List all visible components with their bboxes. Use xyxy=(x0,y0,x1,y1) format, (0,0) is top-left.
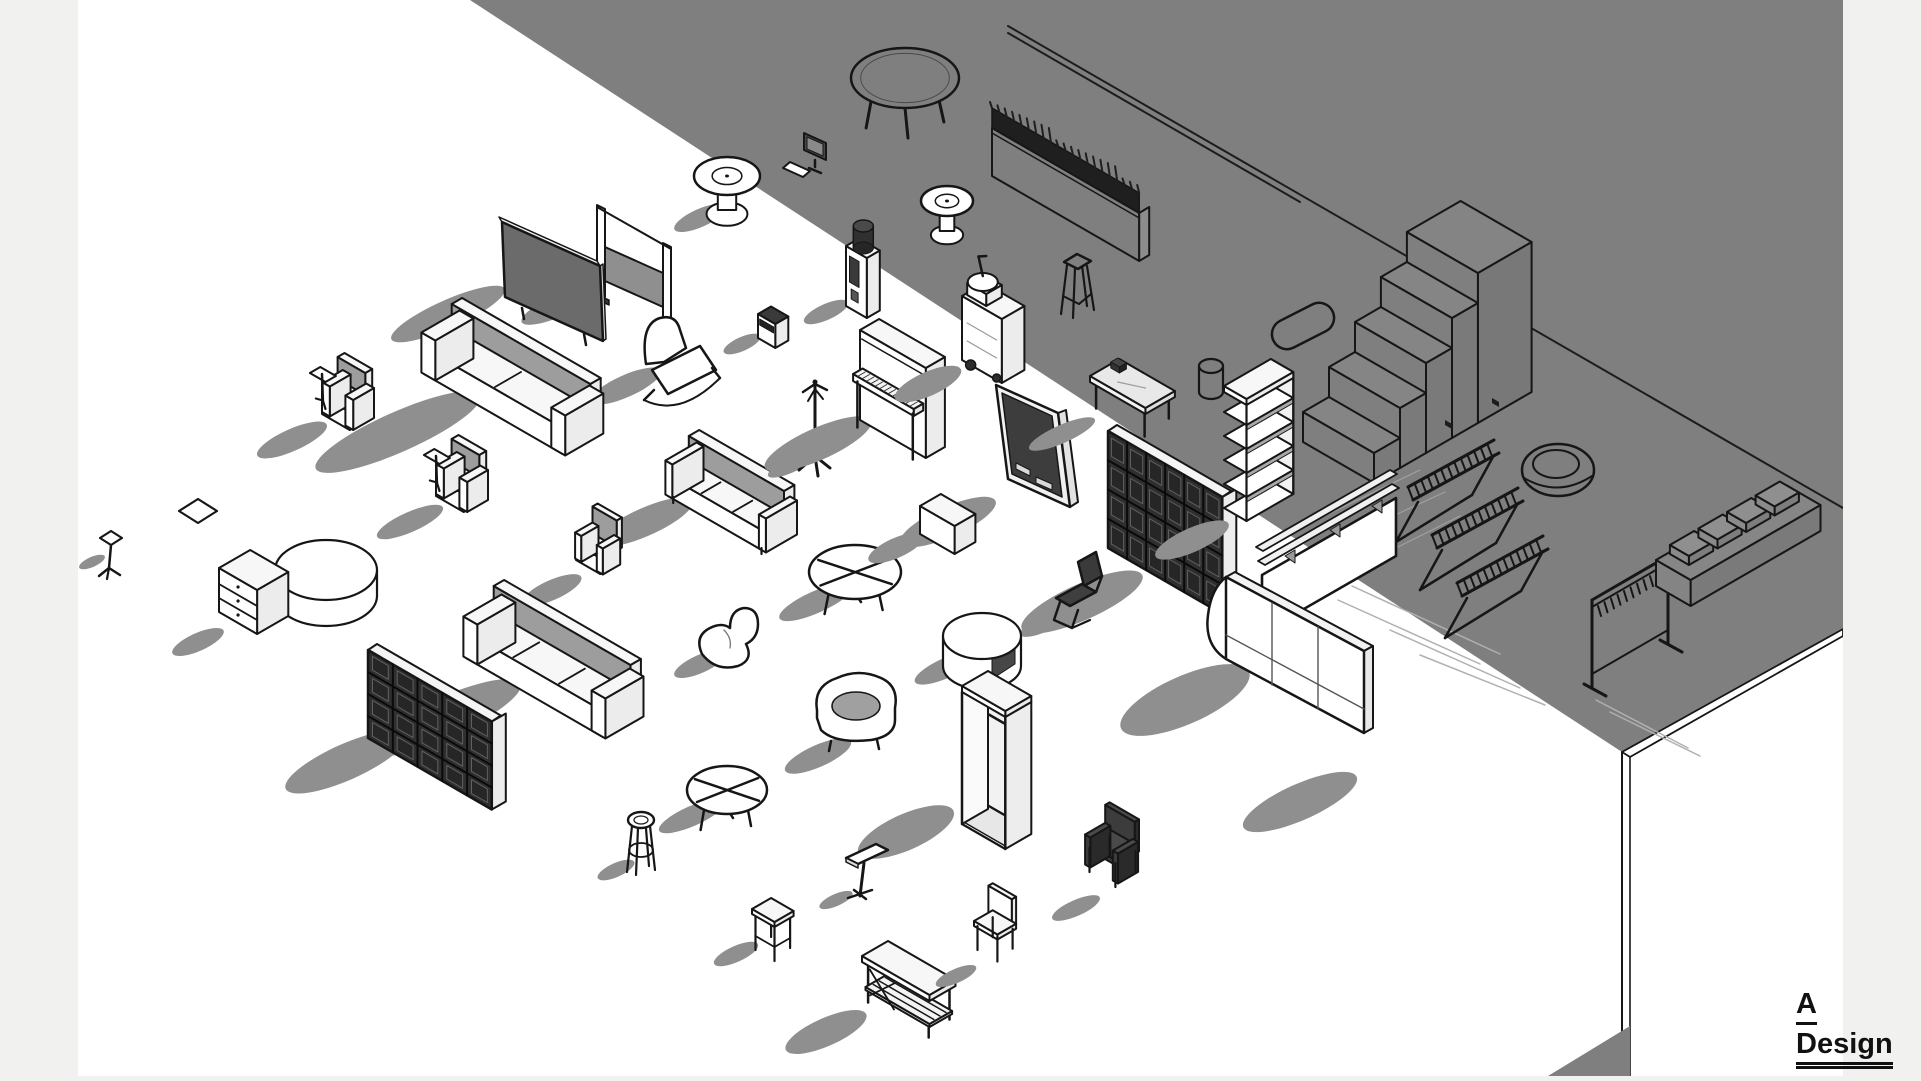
round-table: Round dining table xyxy=(849,46,961,140)
settee: Three-seat settee xyxy=(597,429,798,556)
brand-logo-line1: A xyxy=(1796,988,1817,1025)
bean-bag: Bean bag xyxy=(674,606,760,679)
stool-high: Workshop stool xyxy=(1059,252,1096,320)
hook-stand: Valet stand xyxy=(79,529,124,581)
stool-cube: Square stool xyxy=(713,897,795,967)
upper-floor xyxy=(470,0,1843,752)
ring-pouf: Ring planter xyxy=(1520,442,1596,498)
planter: Hedge planter box xyxy=(989,101,1151,262)
box-machine: Countertop machine xyxy=(723,305,790,355)
tv: Flat-screen TV xyxy=(391,216,607,347)
computer: Desktop computer xyxy=(782,132,827,178)
bottom-right-wall xyxy=(1548,628,1844,1077)
bottom-strip xyxy=(0,1076,1921,1081)
tub-chair: Tub chair xyxy=(784,671,897,774)
mushroom-table: Mushroom side table xyxy=(919,184,975,246)
drawer-chest: Drawer chest xyxy=(172,549,290,657)
rack-3: Tiered display rack xyxy=(1443,534,1550,640)
brand-logo[interactable]: A Design xyxy=(1796,988,1893,1069)
water-cooler: Water cooler xyxy=(803,219,881,325)
right-margin-band xyxy=(1843,0,1921,1081)
l-sofa: L-shaped lounge with shelf canopy xyxy=(1120,469,1400,833)
sofa-b: Three-seat sofa xyxy=(364,579,645,758)
lectern: Lectern xyxy=(819,842,890,910)
rack-1: Tiered display rack xyxy=(1394,438,1501,544)
box-bench: Storage ottoman xyxy=(868,493,977,564)
left-margin-band xyxy=(0,0,78,1081)
rack-2: Tiered display rack xyxy=(1418,486,1525,592)
vending: Service trolley machine xyxy=(894,254,1026,403)
cube-bookcase: Cube bookcase xyxy=(285,643,507,811)
trash-bin: Waste bin xyxy=(1197,357,1225,401)
chaise: Sled lounge chair xyxy=(590,316,722,407)
drum-table: Drum coffee table xyxy=(914,611,1023,691)
shelf-tower: Open shelf tower xyxy=(1155,358,1295,560)
tablet-chair-2: Tablet-arm chair with side table xyxy=(376,434,489,540)
armchair: Armchair xyxy=(522,502,623,606)
tablet-chair-1: Tablet-arm chair with side table xyxy=(256,352,375,459)
chair-1: Side chair xyxy=(935,882,1018,987)
chair-2: Lounge side chair xyxy=(1052,801,1140,921)
pouf-pill: Pill ottoman xyxy=(1270,301,1336,351)
stairs: Staircase block xyxy=(1302,200,1533,484)
floor-tile: Floor tile sample xyxy=(177,497,219,525)
console-desk: Console desk xyxy=(1028,357,1176,451)
bar-stool: Bar stool xyxy=(597,810,657,881)
table-x-2: Round trestle table xyxy=(658,764,769,834)
bench-modular: Upholstered modular bench xyxy=(1655,480,1822,607)
wardrobe: Open wardrobe frame xyxy=(857,670,1033,859)
cantilever-chair: Cantilever chair xyxy=(1020,550,1104,637)
brand-logo-line2: Design xyxy=(1796,1028,1893,1065)
spool-table: Pedestal side table xyxy=(674,155,762,233)
sofa-a: Two-seat sofa xyxy=(315,297,605,473)
